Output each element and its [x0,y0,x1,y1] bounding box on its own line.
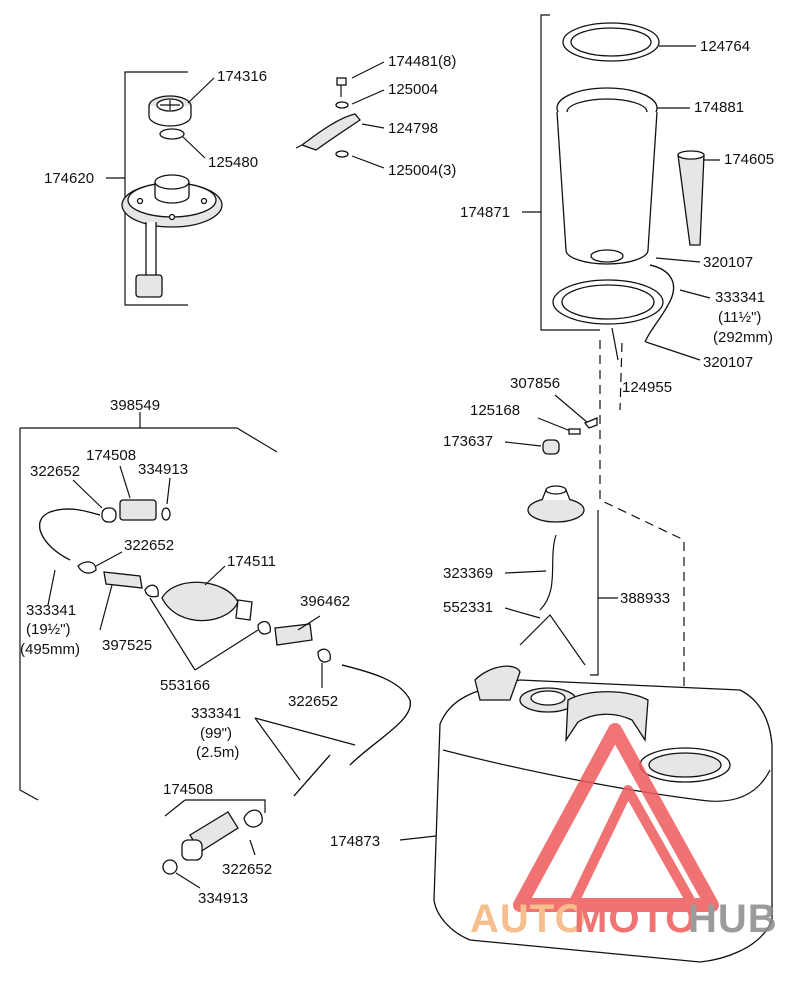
label-320107-b: 320107 [703,354,753,371]
label-174481: 174481(8) [388,53,456,70]
label-173637: 173637 [443,433,493,450]
label-398549: 398549 [110,397,160,414]
label-125168: 125168 [470,402,520,419]
label-334913-a: 334913 [138,461,188,478]
label-125004-a: 125004 [388,81,438,98]
label-322652-d: 322652 [222,861,272,878]
label-396462: 396462 [300,593,350,610]
filter-assembly [522,14,720,760]
label-174605: 174605 [724,151,774,168]
label-333341-c-length: (99") [200,725,232,742]
hose-assembly [19,412,411,801]
label-552331: 552331 [443,599,493,616]
label-174620: 174620 [44,170,94,187]
label-124764: 124764 [700,38,750,55]
label-125004-b: 125004(3) [388,162,456,179]
label-174871: 174871 [460,204,510,221]
watermark-text-hub: HUB [688,897,778,941]
label-322652-a: 322652 [30,463,80,480]
label-322652-c: 322652 [288,693,338,710]
tank-cap-group [504,485,618,676]
label-174316: 174316 [217,68,267,85]
label-320107-a: 320107 [703,254,753,271]
label-333341-b: 333341 [26,602,76,619]
label-125480: 125480 [208,154,258,171]
label-174508-a: 174508 [86,447,136,464]
label-333341-a: 333341 [715,289,765,306]
label-323369: 323369 [443,565,493,582]
label-307856: 307856 [510,375,560,392]
label-397525: 397525 [102,637,152,654]
fuel-gauge-assembly [106,71,223,306]
label-174881: 174881 [694,99,744,116]
automotohub-watermark: AUTO MOTO HUB [470,723,778,941]
label-333341-b-mm: (495mm) [20,641,80,658]
callout-labels: 174316 125480 174620 174481(8) 125004 12… [20,38,774,907]
label-333341-a-mm: (292mm) [713,329,773,346]
label-333341-c: 333341 [191,705,241,722]
label-174873: 174873 [330,833,380,850]
label-124955: 124955 [622,379,672,396]
label-334913-b: 334913 [198,890,248,907]
label-174511: 174511 [227,553,276,570]
lower-connector-group [162,799,266,889]
label-333341-a-length: (11½") [718,309,761,326]
valve-parts [504,394,598,455]
label-174508-b: 174508 [163,781,213,798]
label-553166: 553166 [160,677,210,694]
label-388933: 388933 [620,590,670,607]
watermark-text-moto: MOTO [574,897,697,941]
bracket-group [295,61,385,169]
label-333341-c-m: (2.5m) [196,744,239,761]
label-124798: 124798 [388,120,438,137]
watermark-triangle [513,723,719,912]
label-322652-b: 322652 [124,537,174,554]
label-333341-b-length: (19½") [26,621,71,638]
watermark-text-auto: AUTO [470,897,587,941]
